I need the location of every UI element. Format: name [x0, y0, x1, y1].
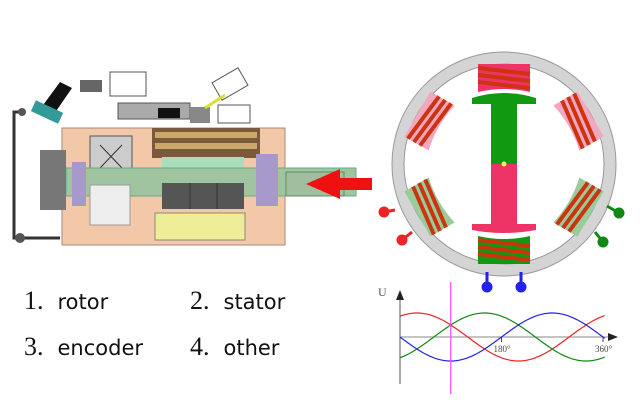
coil-winding: [477, 80, 531, 90]
coil-winding: [555, 181, 590, 226]
stator-pole: [477, 64, 531, 92]
x-tick-label-360: 360°: [595, 344, 613, 354]
option-label: other: [223, 336, 280, 360]
option-2[interactable]: 2. stator: [190, 286, 285, 316]
option-label: encoder: [57, 336, 144, 360]
x-axis-arrow-icon: [608, 333, 618, 341]
option-label: stator: [223, 290, 286, 314]
rotor-pole-south: [472, 224, 536, 233]
coil-winding: [561, 184, 596, 230]
terminal-icon: [481, 281, 493, 293]
y-axis-arrow-icon: [396, 290, 404, 300]
stator-pole: [553, 177, 604, 237]
series-phase-b: [399, 312, 605, 362]
rotor-pole-north: [472, 93, 536, 104]
coil-winding: [477, 238, 531, 248]
motor-cross-section: [12, 67, 357, 246]
waveform-chart: U 180° 360°: [378, 282, 618, 394]
coil-winding: [477, 252, 531, 262]
coil-winding: [412, 98, 447, 144]
coil-winding: [423, 178, 448, 229]
rotor-south: [491, 164, 517, 224]
coil-winding: [572, 92, 597, 143]
option-number: 1.: [24, 286, 44, 315]
stator-diagram: [378, 51, 625, 293]
option-4[interactable]: 4. other: [190, 332, 279, 362]
option-number: 2.: [190, 286, 210, 315]
bearing-right: [256, 154, 278, 206]
rotor-axis: [501, 161, 507, 167]
stator-pole: [404, 91, 455, 151]
arrow-icon: [306, 169, 372, 199]
terminal-icon: [613, 207, 625, 219]
terminal-icon: [378, 206, 390, 218]
stator-pole: [404, 177, 455, 237]
option-number: 3.: [24, 332, 44, 361]
coil-winding: [411, 185, 436, 236]
coil-winding: [477, 245, 531, 255]
terminal-icon: [597, 236, 609, 248]
stator-pole: [477, 236, 531, 264]
terminal-icon: [515, 281, 527, 293]
rotor-magnets: [162, 183, 244, 209]
coil-winding: [406, 95, 441, 140]
option-number: 4.: [190, 332, 210, 361]
coil-winding: [560, 99, 585, 150]
terminal-icon: [396, 234, 408, 246]
option-1[interactable]: 1. rotor: [24, 286, 108, 316]
rotor-north: [491, 104, 517, 164]
series-phase-c: [399, 312, 606, 362]
bearing-left: [72, 162, 86, 206]
coil-winding: [477, 73, 531, 83]
coil-winding: [566, 96, 591, 146]
stator-pole: [553, 91, 604, 151]
y-axis-label: U: [378, 285, 387, 299]
coil-winding: [417, 182, 442, 232]
coil-winding: [567, 188, 602, 233]
x-tick-label-180: 180°: [494, 344, 512, 354]
coil-winding: [477, 66, 531, 76]
option-label: rotor: [57, 290, 109, 314]
option-3[interactable]: 3. encoder: [24, 332, 143, 362]
coil-winding: [418, 102, 453, 147]
series-phase-a: [399, 312, 605, 362]
